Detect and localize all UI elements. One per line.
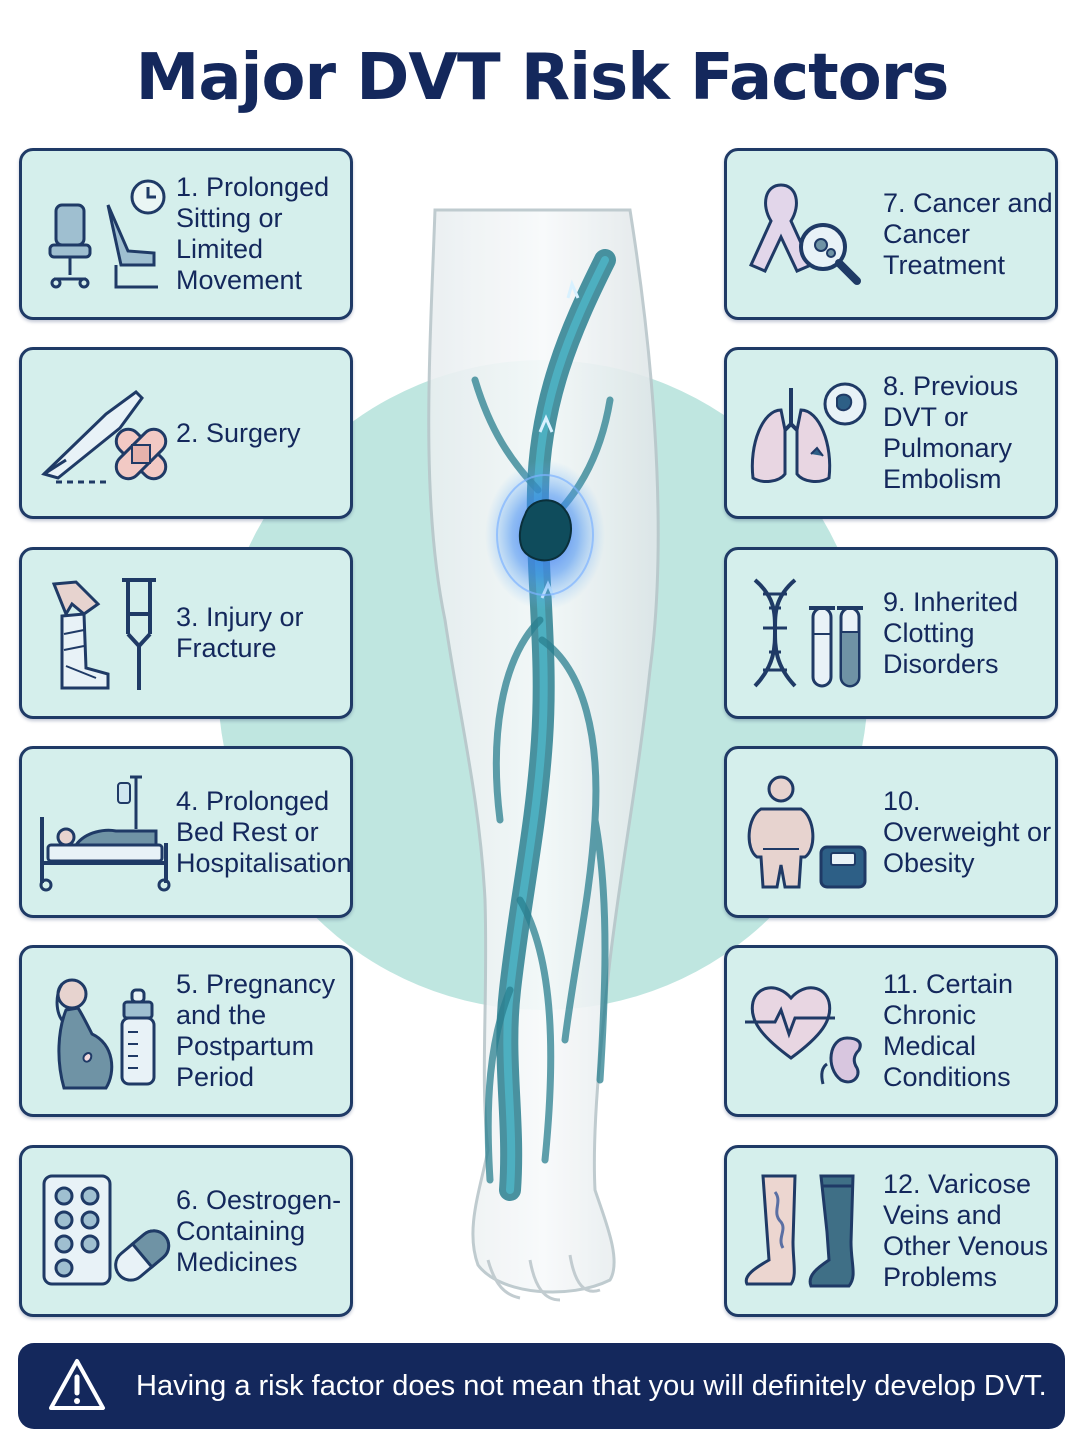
disclaimer-text: Having a risk factor does not mean that … [136, 1369, 1047, 1402]
scalpel-and-bandage-icon [41, 390, 168, 484]
risk-factor-label-7: 7. Cancer and Cancer Treatment [883, 187, 1053, 280]
risk-factor-label-6: 6. Oestrogen-Containing Medicines [176, 1184, 342, 1277]
pregnant-woman-and-bottle-icon [55, 978, 156, 1090]
pill-pack-and-capsule-icon [42, 1174, 171, 1286]
risk-factor-label-2: 2. Surgery [176, 417, 301, 448]
risk-factor-label-8: 8. Previous DVT or Pulmonary Embolism [883, 371, 1019, 494]
risk-factor-label-12: 12. Varicose Veins and Other Venous Prob… [883, 1169, 1049, 1292]
page-title: Major DVT Risk Factors [135, 41, 950, 115]
dna-and-test-tubes-icon [753, 578, 863, 688]
risk-factor-card-3: 3. Injury or Fracture [19, 547, 353, 719]
leg-with-deep-vein-clot-icon [427, 208, 660, 1302]
office-chair-and-clock-icon [48, 179, 166, 289]
risk-factor-card-12: 12. Varicose Veins and Other Venous Prob… [724, 1145, 1058, 1317]
hospital-bed-icon [39, 775, 171, 892]
lungs-and-clot-icon [750, 382, 867, 483]
ribbon-and-magnifier-icon [749, 183, 861, 285]
risk-factor-label-9: 9. Inherited Clotting Disorders [883, 586, 1019, 679]
risk-factor-label-5: 5. Pregnancy and the Postpartum Period [176, 969, 336, 1092]
risk-factor-card-10: 10. Overweight or Obesity [724, 746, 1058, 918]
person-and-scale-icon [747, 775, 867, 889]
heart-and-kidney-icon [745, 986, 862, 1085]
risk-factor-card-4: 4. Prolonged Bed Rest or Hospitalisation [19, 746, 353, 918]
leg-cast-and-crutch-icon [51, 578, 156, 690]
varicose-leg-and-stocking-icon [744, 1174, 855, 1288]
risk-factor-card-8: 8. Previous DVT or Pulmonary Embolism [724, 347, 1058, 519]
risk-factor-label-10: 10. Overweight or Obesity [883, 785, 1052, 878]
risk-factor-card-9: 9. Inherited Clotting Disorders [724, 547, 1058, 719]
risk-factor-card-7: 7. Cancer and Cancer Treatment [724, 148, 1058, 320]
risk-factor-label-11: 11. Certain Chronic Medical Conditions [883, 969, 1014, 1092]
risk-factor-label-1: 1. Prolonged Sitting or Limited Movement [176, 172, 330, 295]
risk-factor-card-1: 1. Prolonged Sitting or Limited Movement [19, 148, 353, 320]
risk-factor-card-6: 6. Oestrogen-Containing Medicines [19, 1145, 353, 1317]
disclaimer-banner: Having a risk factor does not mean that … [18, 1343, 1065, 1429]
risk-factor-label-4: 4. Prolonged Bed Rest or Hospitalisation [176, 785, 352, 878]
risk-factor-card-11: 11. Certain Chronic Medical Conditions [724, 945, 1058, 1117]
risk-factor-card-2: 2. Surgery [19, 347, 353, 519]
risk-factor-label-3: 3. Injury or Fracture [176, 602, 304, 663]
warning-triangle-icon [49, 1359, 105, 1410]
risk-factor-card-5: 5. Pregnancy and the Postpartum Period [19, 945, 353, 1117]
